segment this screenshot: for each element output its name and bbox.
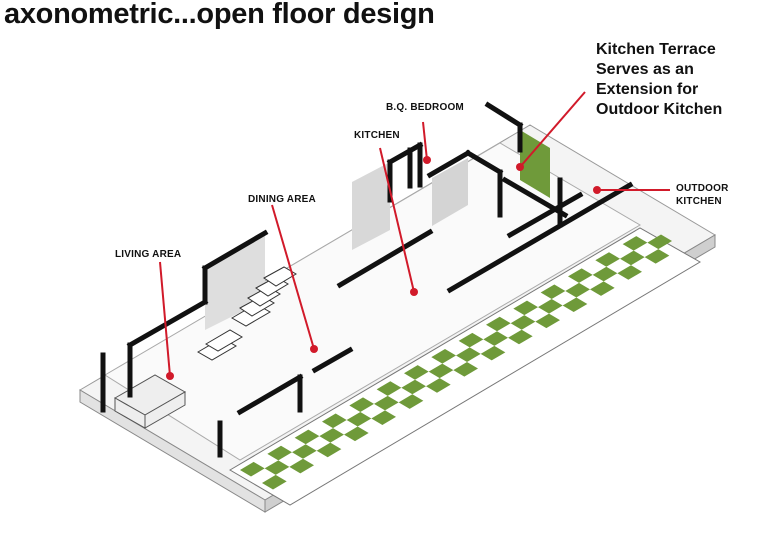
sofa [113,374,187,429]
label-dining-area: DINING AREA [248,194,316,205]
grass-tile [344,426,369,442]
label-kitchen: KITCHEN [354,130,400,141]
grass-tile [592,266,618,282]
grass-tile [240,461,265,477]
grass-tile [456,347,481,362]
grass-tile [540,284,566,300]
grass-tile [510,315,536,330]
grass-tile [292,444,317,459]
grass-tile [401,379,426,395]
terrace-note-line1: Kitchen Terrace [596,41,716,58]
grass-tile [316,442,342,458]
label-bq-bedroom: B.Q. BEDROOM [386,102,464,113]
callout-pointers [159,91,670,377]
grass-tile [565,282,590,298]
label-living-area: LIVING AREA [115,249,182,260]
grass-tile [319,428,344,443]
grass-tile [513,300,538,316]
page-title: axonometric...open floor design [4,0,435,30]
terrace-green-wall [520,130,550,198]
grass-tile [486,316,511,332]
terrace-note-line3: Extension for [596,81,699,98]
grass-tile [398,394,424,409]
walls [100,101,634,458]
label-kitchen-terrace: Kitchen Terrace Serves as an Extension f… [596,40,766,120]
grass-tile [568,268,593,283]
grass-tile [322,413,347,429]
grass-tile [508,329,533,345]
grass-tile [294,429,320,445]
grass-tile [617,265,642,280]
grass-tile [644,249,670,264]
grass-tile [264,460,290,475]
grass-tile [374,395,399,411]
wall-face-kitchen [352,162,390,250]
grass-tile [262,474,287,490]
grass-tile [483,331,508,346]
terrace-note-line2: Serves as an [596,61,694,78]
label-outdoor-kitchen-line1: OUTDOOR [676,183,729,194]
grass-tile [458,332,484,348]
grass-tile [267,445,292,461]
terrace-grass-pattern [240,234,672,490]
grass-tile [535,313,560,329]
grass-tile [562,297,588,313]
callout-dots [166,156,601,380]
grass-tile [480,345,506,361]
grass-tile [371,410,396,425]
grass-tile [426,378,451,393]
label-outdoor-kitchen: OUTDOOR KITCHEN [676,182,729,208]
terrace-note-line4: Outdoor Kitchen [596,101,723,118]
grass-tile [349,397,374,412]
slab-left-edge [79,389,266,513]
grass-tile [376,381,402,396]
grass-tile [620,250,645,266]
grass-tile [346,411,372,427]
wall-face-bq [432,158,468,226]
grass-tile [404,365,429,380]
grass-tile [538,299,563,314]
grass-tile [289,458,314,474]
grass-tile [590,281,615,296]
grass-tile [431,349,456,364]
grass-tile [595,252,620,267]
grass-tile [453,362,478,377]
grass-tile [622,236,648,251]
label-outdoor-kitchen-line2: KITCHEN [676,196,722,207]
staircase [197,266,297,361]
grass-tile [647,234,672,250]
grass-tile [428,363,454,379]
